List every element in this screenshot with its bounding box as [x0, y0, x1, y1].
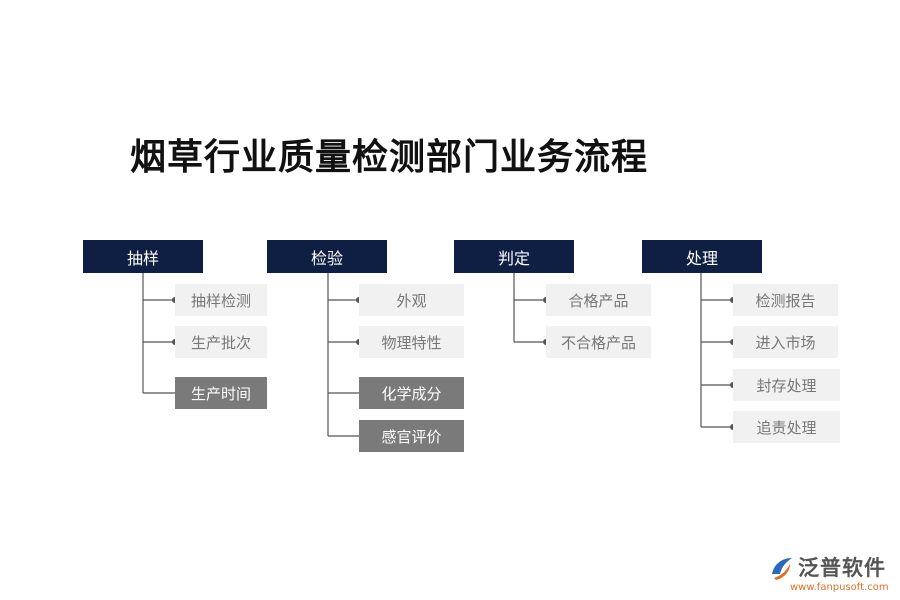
column-header-inspection: 检验 [267, 240, 387, 273]
logo-name: 泛普软件 [798, 556, 886, 580]
node-sampling-inspection: 抽样检测 [175, 284, 267, 316]
node-physical-properties: 物理特性 [359, 326, 464, 358]
column-header-sampling: 抽样 [83, 240, 203, 273]
node-qualified-product: 合格产品 [546, 284, 651, 316]
node-appearance: 外观 [359, 284, 464, 316]
node-chemical-composition: 化学成分 [359, 377, 464, 409]
logo-url: www.fanpusoft.com [790, 582, 889, 593]
node-enter-market: 进入市场 [733, 326, 838, 358]
column-header-judgement: 判定 [454, 240, 574, 273]
node-unqualified-product: 不合格产品 [546, 326, 651, 358]
node-production-batch: 生产批次 [175, 326, 267, 358]
node-production-time: 生产时间 [175, 377, 267, 409]
node-sensory-evaluation: 感官评价 [359, 420, 464, 452]
column-header-handling: 处理 [642, 240, 762, 273]
node-accountability-handling: 追责处理 [733, 411, 840, 443]
node-seal-handling: 封存处理 [733, 369, 840, 401]
brand-logo: 泛普软件 www.fanpusoft.com [768, 552, 892, 596]
node-inspection-report: 检测报告 [733, 284, 838, 316]
page-title: 烟草行业质量检测部门业务流程 [130, 137, 649, 178]
logo-icon [772, 558, 792, 580]
